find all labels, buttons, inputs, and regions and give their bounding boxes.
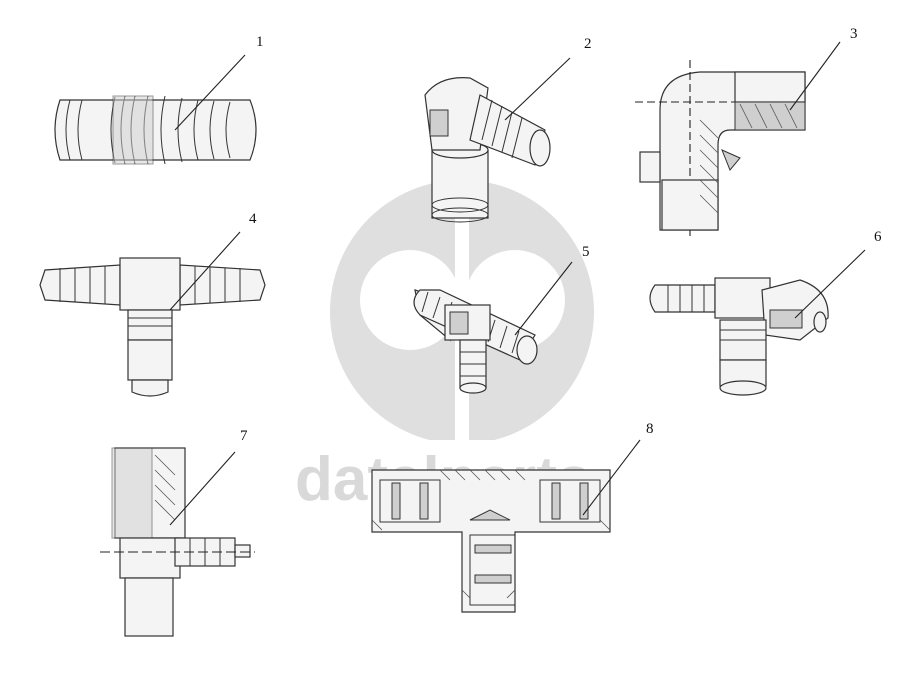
callout-5: 5 xyxy=(582,244,590,260)
part-8-tee-quick-connector-section-icon xyxy=(371,469,611,613)
callout-7: 7 xyxy=(240,428,248,444)
callout-1: 1 xyxy=(256,34,264,50)
part-1-straight-connector-icon xyxy=(54,95,257,165)
part-3-elbow-threaded-section-icon xyxy=(635,60,806,240)
callout-6: 6 xyxy=(874,229,882,245)
callout-8: 8 xyxy=(646,421,654,437)
callout-3: 3 xyxy=(850,26,858,42)
callout-2: 2 xyxy=(584,36,592,52)
part-5-tee-barbed-connector-icon xyxy=(413,289,538,394)
part-2-elbow-connector-icon xyxy=(424,77,551,223)
part-7-tee-fitting-section-icon xyxy=(100,447,255,637)
callout-4: 4 xyxy=(249,211,257,227)
part-6-tee-connector-clip-icon xyxy=(649,277,829,396)
part-4-tee-connector-icon xyxy=(39,257,266,397)
